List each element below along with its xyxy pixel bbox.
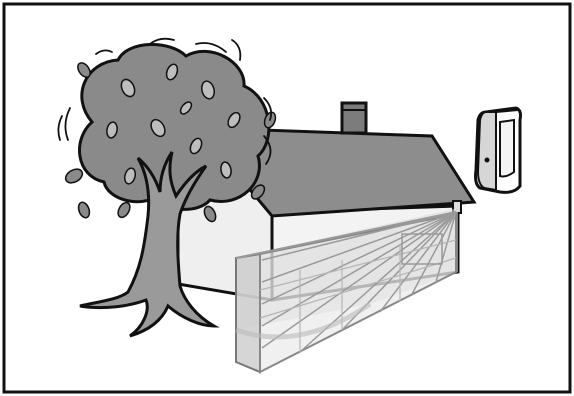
chimney-icon [340,101,368,135]
tree-trunk [79,151,220,338]
tree-icon [57,37,277,338]
motion-sensor-icon [474,106,522,194]
detection-zone-icon [235,208,458,374]
sensor-led [484,157,490,163]
